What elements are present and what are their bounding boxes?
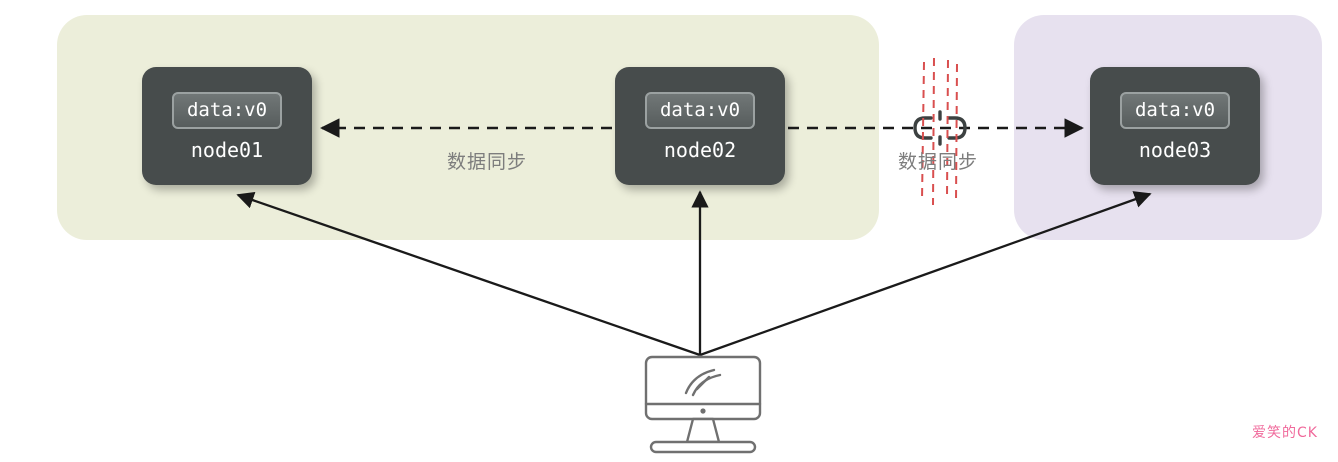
sync-label-right: 数据同步 [897,151,978,173]
node-name-label: node01 [190,138,264,162]
node-card-node01: data:v0 node01 [142,67,312,185]
pen-glyph [684,368,722,397]
sync-label-left: 数据同步 [446,151,527,173]
node-card-node03: data:v0 node03 [1090,67,1260,185]
monitor-with-pen-icon [644,355,762,454]
node-name-label: node02 [663,138,737,162]
data-version-badge: data:v0 [644,92,756,129]
data-version-badge: data:v0 [171,92,283,129]
node-name-label: node03 [1138,138,1212,162]
data-version-badge: data:v0 [1119,92,1231,129]
broken-chain-icon [913,110,967,146]
watermark-text: 爱笑的CK [1252,425,1318,441]
node-card-node02: data:v0 node02 [615,67,785,185]
red-dashed-partition-lines [921,57,958,206]
